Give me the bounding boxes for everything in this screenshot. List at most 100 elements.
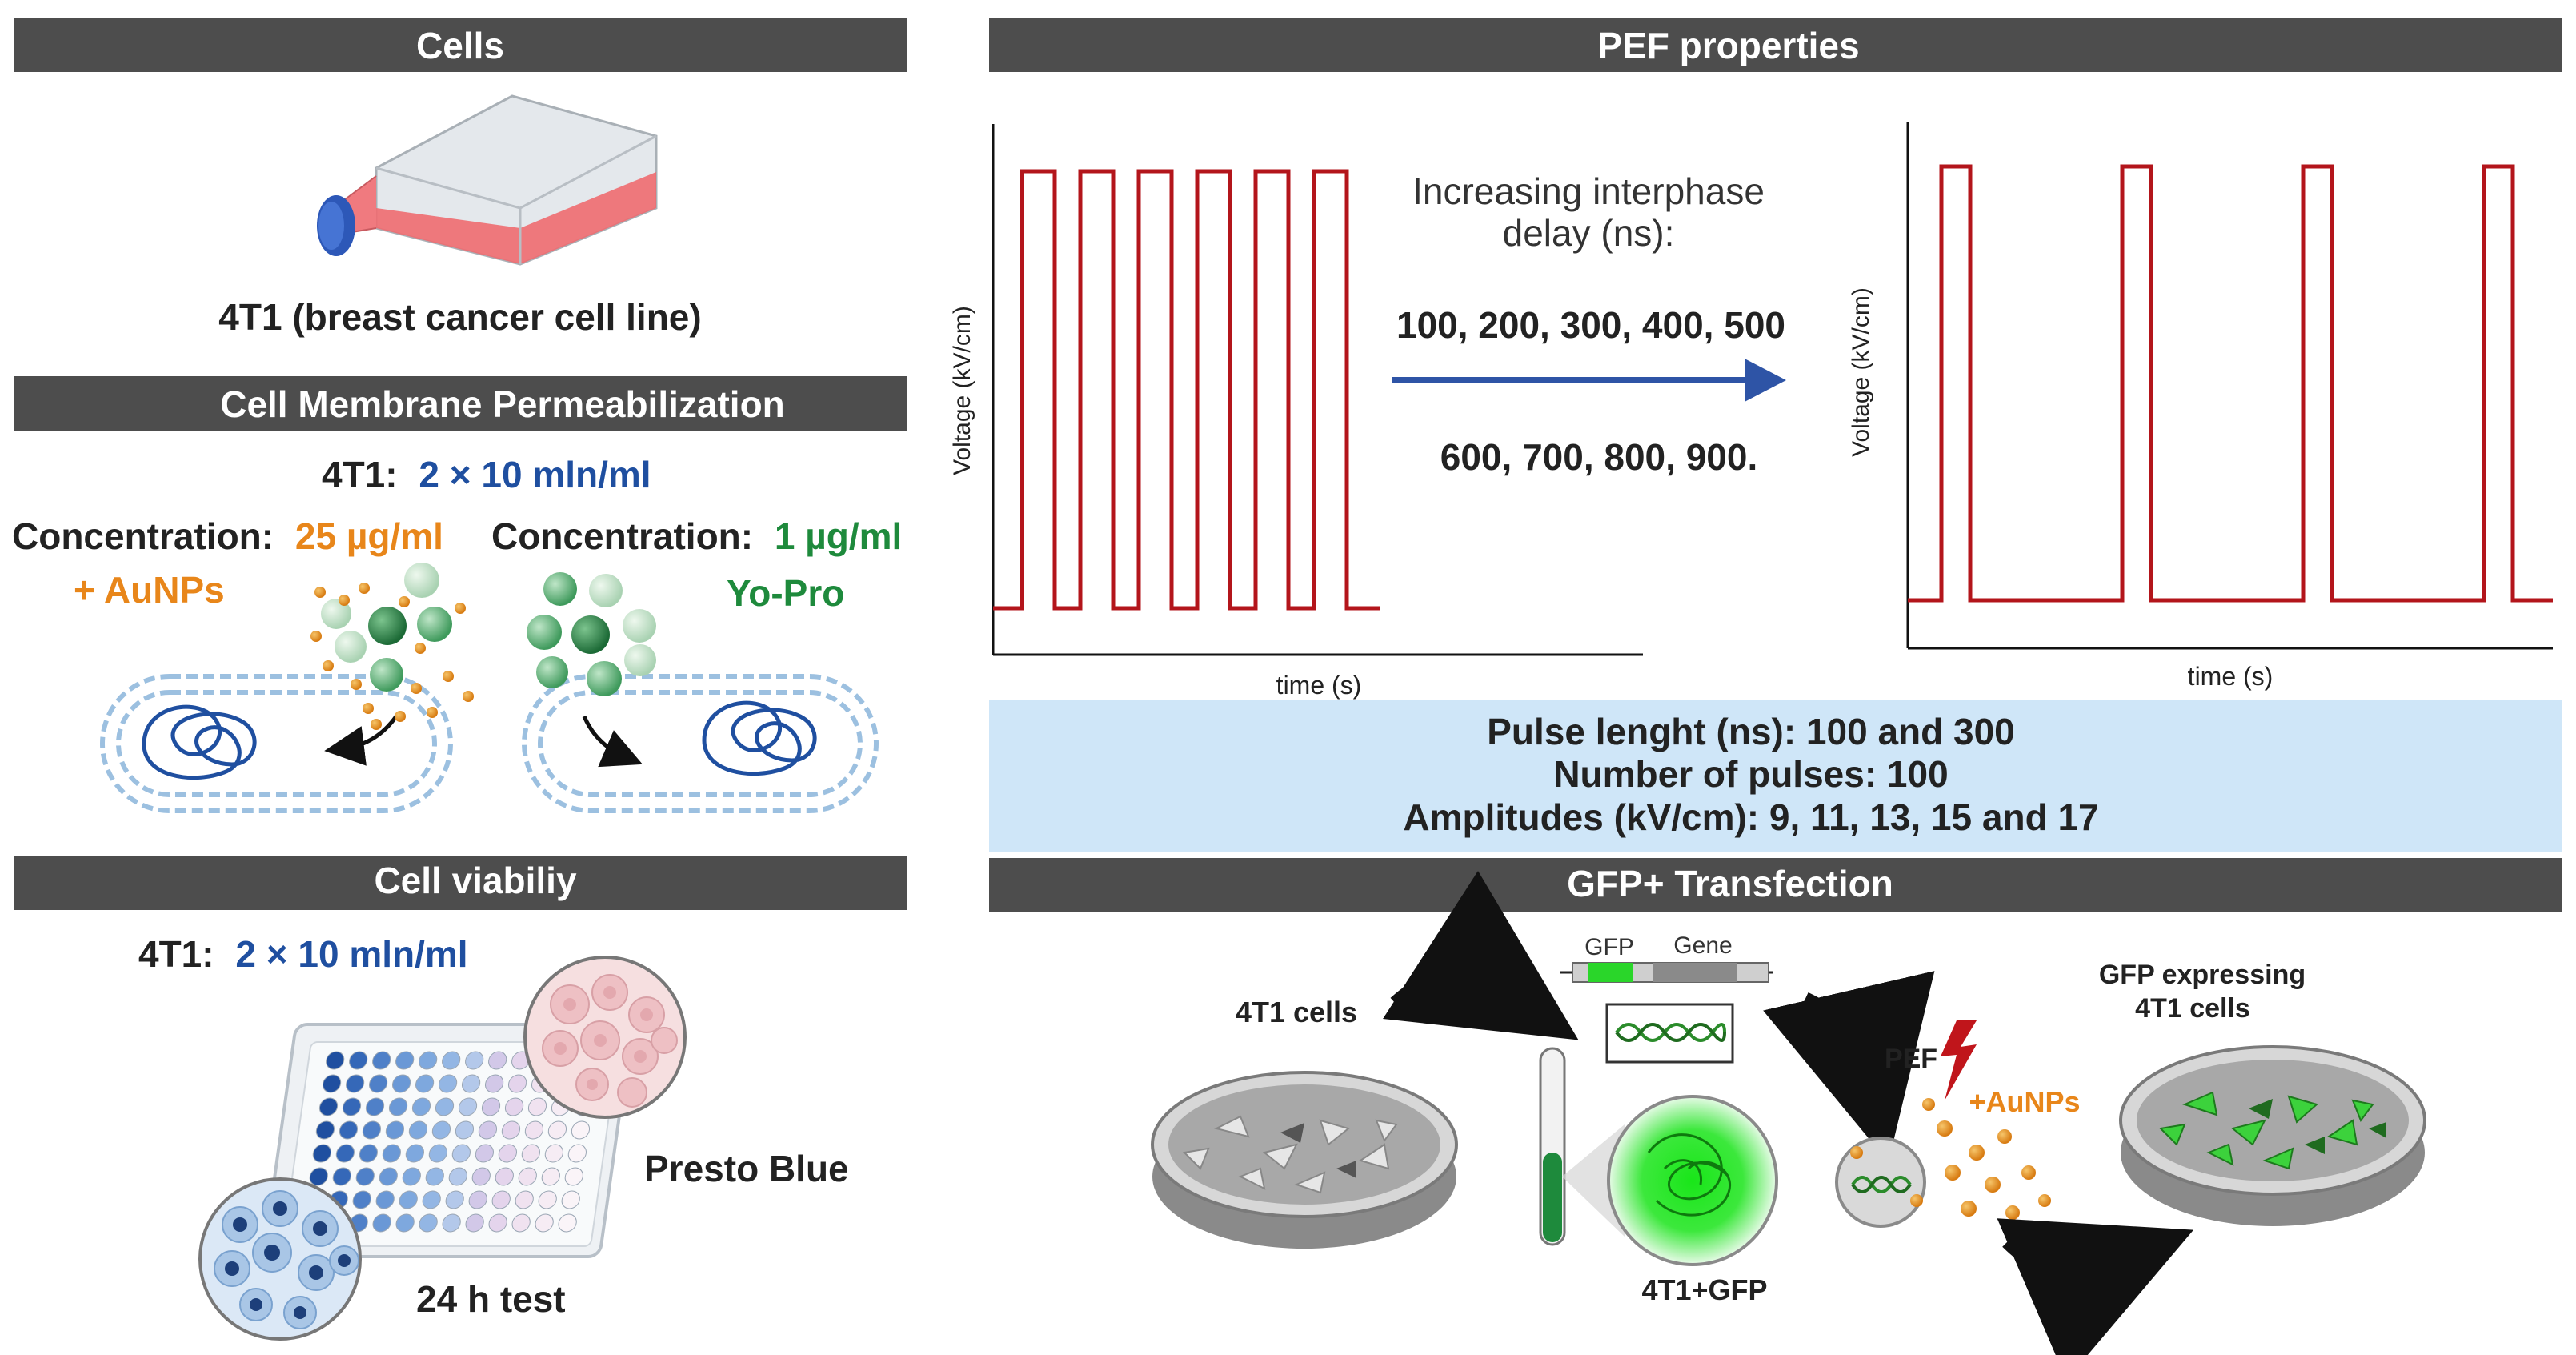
permeabilization-header-bar (14, 376, 907, 431)
plate-well (491, 1190, 511, 1209)
petri-dish-icon (1151, 1071, 1458, 1249)
plate-well (318, 1097, 339, 1116)
perm-left-agent: + AuNPs (74, 569, 225, 611)
info-line2: Number of pulses: 100 (1553, 753, 1948, 795)
entry-arrow-icon (582, 715, 643, 768)
plate-well (518, 1167, 537, 1186)
plate-well (501, 1120, 521, 1140)
plate-well (445, 1190, 464, 1209)
plate-well (481, 1097, 501, 1116)
perm-right-agent: Yo-Pro (727, 572, 844, 614)
pulse-train-series (993, 169, 1380, 611)
delays-row2: 600, 700, 800, 900. (1440, 436, 1757, 478)
plate-well (322, 1074, 342, 1093)
plate-well (478, 1120, 498, 1140)
plate-well (475, 1144, 494, 1163)
plate-well (385, 1120, 405, 1140)
plate-well (471, 1167, 491, 1186)
plate-well (507, 1074, 527, 1093)
plate-well (515, 1190, 534, 1209)
plate-well (345, 1074, 365, 1093)
plate-well (521, 1144, 540, 1163)
plate-well (388, 1097, 408, 1116)
pulse-train-series (1908, 164, 2553, 603)
plasmid-gfp-label: GFP (1584, 934, 1634, 960)
plate-well (504, 1097, 524, 1116)
arrow-text-line2: delay (ns): (1503, 212, 1675, 254)
perm-right-concentration: Concentration: 1 µg/ml (491, 515, 902, 557)
plate-well (428, 1144, 447, 1163)
plate-well (455, 1120, 475, 1140)
plate-well (368, 1074, 388, 1093)
gfp-petri-dish-icon (2119, 1045, 2426, 1226)
plate-well (465, 1051, 484, 1070)
plate-well (408, 1120, 428, 1140)
plate-well (362, 1120, 382, 1140)
perm-left-concentration: Concentration: 25 µg/ml (12, 515, 443, 557)
entry-arrow-icon (324, 715, 399, 766)
plate-well (567, 1144, 587, 1163)
yopro-cluster-right (527, 572, 656, 696)
plate-well (355, 1167, 375, 1186)
pulse-plot-dense: Voltage (kV/cm) time (s) (949, 124, 1643, 700)
plate-well (402, 1167, 421, 1186)
pef-label: PEF (1885, 1044, 1937, 1074)
curved-arrow-icon (1383, 871, 1579, 1040)
plate-well (342, 1097, 362, 1116)
pef-header-bar (989, 18, 2562, 72)
test-tube-icon (1539, 1047, 1625, 1246)
result-line2: 4T1 cells (2135, 993, 2250, 1024)
plate-well (498, 1144, 517, 1163)
plate-well (451, 1144, 471, 1163)
delay-arrow-group: Increasing interphase delay (ns): 100, 2… (1392, 170, 1786, 478)
plate-well (468, 1190, 487, 1209)
delays-row1: 100, 200, 300, 400, 500 (1396, 304, 1785, 346)
gfp-magnified-icon (1607, 1095, 1778, 1266)
plasmid-gene-label: Gene (1673, 932, 1732, 959)
plate-well (541, 1167, 560, 1186)
cell-membrane-right (522, 674, 879, 813)
permeabilization-title: Cell Membrane Permeabilization (220, 383, 785, 425)
plate-well (365, 1097, 385, 1116)
x-axis-label: time (s) (2188, 662, 2274, 691)
plate-well (309, 1167, 328, 1186)
dna-coil-icon (702, 700, 817, 776)
plate-well (339, 1120, 359, 1140)
plate-well (564, 1167, 583, 1186)
plate-well (349, 1051, 368, 1070)
plate-well (571, 1120, 591, 1140)
cells-section: Cells 4T1 (breast cancer cell line) (14, 18, 907, 338)
plate-well (461, 1074, 481, 1093)
electroporated-cell-icon (1835, 1098, 2051, 1228)
pulse-info-box: Pulse lenght (ns): 100 and 300 Number of… (989, 700, 2562, 852)
plate-well (395, 1051, 415, 1070)
viability-duration: 24 h test (416, 1278, 566, 1320)
permeabilization-section: Cell Membrane Permeabilization 4T1: 2 × … (12, 376, 907, 813)
plasmid-construct-icon: GFP Gene (1560, 932, 1773, 1064)
plate-well (561, 1190, 580, 1209)
plate-well (558, 1213, 577, 1233)
pulse-plot-sparse: Voltage (kV/cm) time (s) (1848, 122, 2553, 691)
pef-section: PEF properties Voltage (kV/cm) time (s) … (949, 18, 2562, 700)
tube-label: 4T1+GFP (1641, 1273, 1767, 1306)
transfection-title: GFP+ Transfection (1567, 863, 1893, 904)
cells-header-bar (14, 18, 907, 72)
result-line1: GFP expressing (2099, 960, 2306, 990)
plate-well (538, 1190, 557, 1209)
plate-well (488, 1213, 507, 1233)
plate-well (495, 1167, 514, 1186)
x-axis-label: time (s) (1276, 671, 1362, 700)
plate-well (535, 1213, 554, 1233)
curved-arrow-icon (1763, 971, 1935, 1163)
plate-well (335, 1144, 355, 1163)
plate-well (315, 1120, 335, 1140)
plate-well (415, 1074, 435, 1093)
pef-title: PEF properties (1597, 25, 1859, 66)
aunps-label: +AuNPs (1969, 1085, 2080, 1118)
plate-well (411, 1097, 431, 1116)
viability-section: Cell viabiliy 4T1: 2 × 10 mln/ml (14, 856, 907, 1341)
transfection-section: GFP+ Transfection 4T1 cells GFP Gene (989, 858, 2562, 1355)
info-line3: Amplitudes (kV/cm): 9, 11, 13, 15 and 17 (1403, 796, 2098, 838)
viability-title: Cell viabiliy (374, 860, 577, 901)
